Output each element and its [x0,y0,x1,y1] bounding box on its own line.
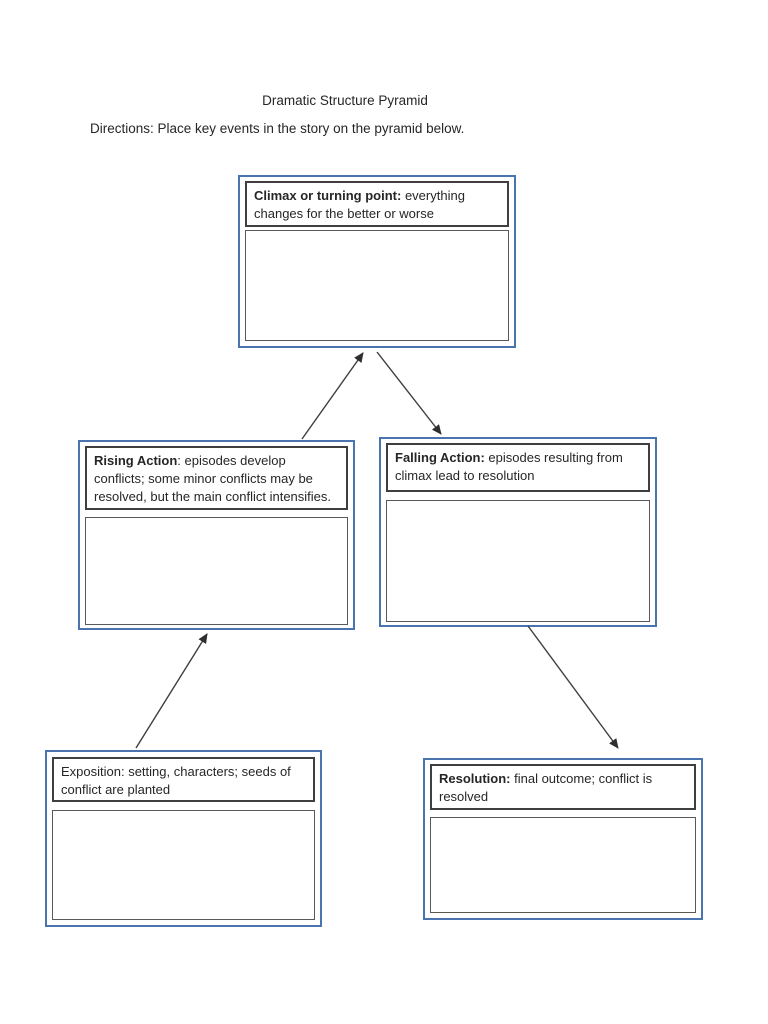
rising-action-label: Rising Action: episodes develop conflict… [85,446,348,510]
falling-action-label: Falling Action: episodes resulting from … [386,443,650,492]
falling-action-answer-field[interactable] [386,500,650,622]
falling-action-label-rest: episodes resulting from climax lead to r… [395,450,623,483]
climax-label: Climax or turning point: everything chan… [245,181,509,227]
arrow-exposition-to-rising [135,633,208,749]
arrow-rising-to-climax [301,352,364,440]
resolution-label-rest: final outcome; conflict is resolved [439,771,653,804]
falling-action-box: Falling Action: episodes resulting from … [379,437,657,627]
exposition-label: Exposition: setting, characters; seeds o… [52,757,315,802]
exposition-label-rest: Exposition: setting, characters; seeds o… [61,764,291,797]
arrow-falling-to-resolution [527,625,619,749]
climax-box: Climax or turning point: everything chan… [238,175,516,348]
directions-text: Directions: Place key events in the stor… [90,121,465,136]
rising-action-label-bold: Rising Action [94,453,178,468]
resolution-box: Resolution: final outcome; conflict is r… [423,758,703,920]
arrow-climax-to-falling [376,351,442,435]
resolution-label: Resolution: final outcome; conflict is r… [430,764,696,810]
climax-label-rest: everything changes for the better or wor… [254,188,465,221]
exposition-answer-field[interactable] [52,810,315,920]
rising-action-box: Rising Action: episodes develop conflict… [78,440,355,630]
resolution-label-bold: Resolution: [439,771,511,786]
climax-label-bold: Climax or turning point: [254,188,402,203]
falling-action-label-bold: Falling Action: [395,450,485,465]
rising-action-label-rest: : episodes develop conflicts; some minor… [94,453,332,504]
rising-action-answer-field[interactable] [85,517,348,625]
page-title: Dramatic Structure Pyramid [262,93,428,108]
exposition-box: Exposition: setting, characters; seeds o… [45,750,322,927]
resolution-answer-field[interactable] [430,817,696,913]
climax-answer-field[interactable] [245,230,509,341]
